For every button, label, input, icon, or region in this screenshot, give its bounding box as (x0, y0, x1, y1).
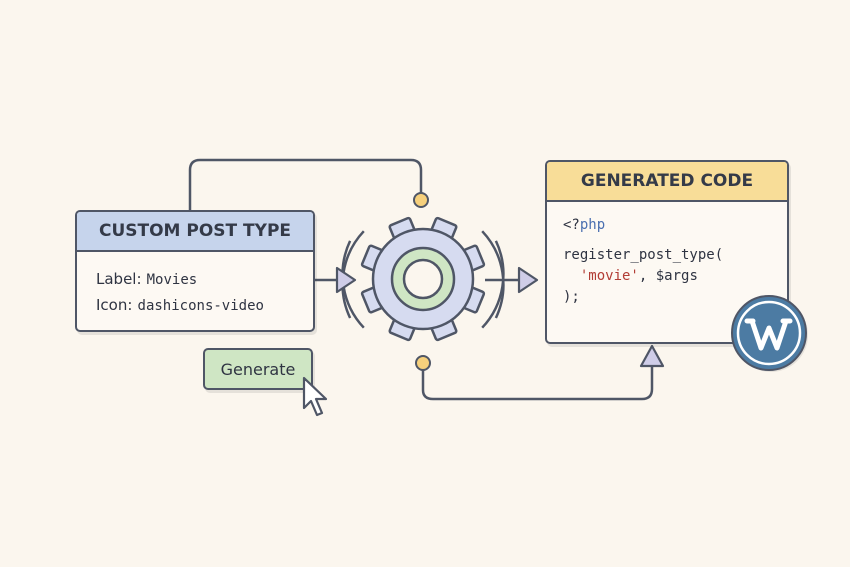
connector-bottom (421, 367, 654, 401)
icon-field-value: dashicons-video (137, 298, 264, 314)
code-block: <?php register_post_type( 'movie', $args… (547, 202, 787, 308)
arrow-left-head (335, 266, 357, 294)
custom-post-type-card: CUSTOM POST TYPE Label: Movies Icon: das… (75, 210, 315, 332)
label-field-key: Label: (96, 270, 142, 288)
code-line-open-tag: <?php (563, 217, 606, 233)
code-line-args: 'movie', $args (579, 268, 698, 284)
generated-code-title: GENERATED CODE (547, 162, 787, 202)
arrow-up-head (639, 344, 665, 368)
icon-field: Icon: dashicons-video (96, 292, 313, 318)
connector-top (188, 158, 423, 210)
mouse-pointer-icon (302, 376, 328, 417)
generated-code-card: GENERATED CODE <?php register_post_type(… (545, 160, 789, 344)
generate-button[interactable]: Generate (203, 348, 313, 390)
label-field: Label: Movies (96, 266, 313, 292)
code-line-close: ); (563, 289, 580, 305)
arrow-right-head (517, 266, 539, 294)
label-field-value: Movies (146, 272, 198, 288)
custom-post-type-title: CUSTOM POST TYPE (77, 212, 313, 252)
node-dot-top (413, 192, 429, 208)
node-dot-bottom (415, 355, 431, 371)
code-line-call: register_post_type( (563, 247, 724, 263)
wordpress-logo (731, 295, 808, 372)
gear-icon (360, 216, 486, 342)
icon-field-key: Icon: (96, 296, 133, 314)
